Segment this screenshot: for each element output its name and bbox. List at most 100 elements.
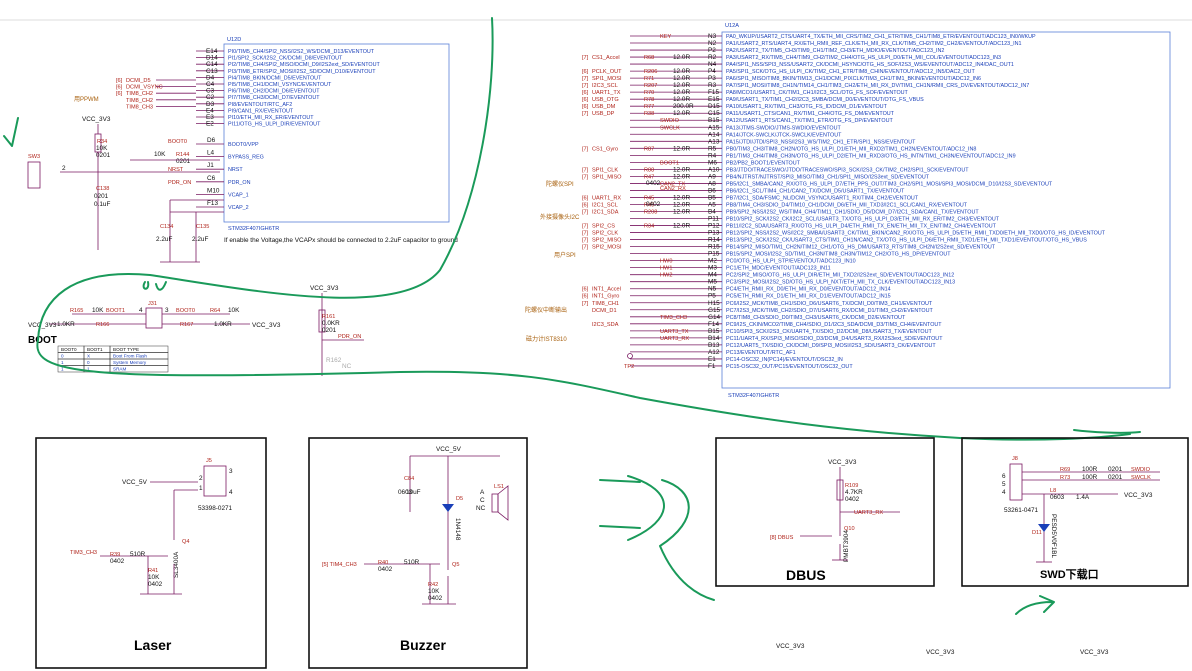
u12d-pin-name: PI3/TIM8_ETR/SPI2_MOSI/I2S2_SD/DCMI_D10/… bbox=[228, 69, 376, 75]
u12a-ball: B5 bbox=[708, 194, 716, 201]
u12a-net-tag: [7] bbox=[582, 55, 589, 61]
reset-circuit: VCC_3V3 R34 10K 0201 SW3 2 10K R144 0201… bbox=[27, 116, 224, 263]
r166-val: 1.0KR bbox=[57, 321, 75, 328]
buzzer-section: VCC_5V C84 0603 10uF D5 1N4148 LS1 A C N… bbox=[308, 437, 528, 669]
u12a-resistor-val: 12.0R bbox=[673, 194, 690, 201]
q4-ref: Q4 bbox=[182, 539, 189, 545]
u12a-resistor-val: 12.0R bbox=[673, 75, 690, 82]
u12a-ball: G15 bbox=[708, 307, 721, 314]
l8-fp: 0603 bbox=[1050, 494, 1065, 501]
r144-val: 10K bbox=[154, 151, 166, 158]
u12a-pin-name: PB11/I2C2_SDA/USART3_RX/OTG_HS_ULPI_D4/E… bbox=[726, 224, 997, 230]
u12a-ball: R2 bbox=[708, 54, 717, 61]
u12d-pin-name: PI0/TIM5_CH4/SPI2_NSS/I2S2_WS/DCMI_D13/E… bbox=[228, 49, 375, 55]
boot-table-text: 0 bbox=[61, 354, 64, 359]
u12a-net-tag: [7] bbox=[582, 238, 589, 244]
u12a-net: SPI1_MISO bbox=[592, 174, 622, 180]
q4-part: SL3400A bbox=[173, 551, 180, 578]
u12d-ball: E2 bbox=[206, 121, 214, 128]
u12a-ball: M3 bbox=[708, 265, 717, 272]
u12a-extra-net: CAN2_RX bbox=[660, 186, 686, 192]
svg-text:A: A bbox=[480, 489, 485, 496]
u12a-net-tag: [7] bbox=[582, 76, 589, 82]
u12a-net-tag: [6] bbox=[582, 195, 589, 201]
u12a-resistor-ref: R208 bbox=[644, 210, 657, 216]
buzzer-net: [5] TIM4_CH3 bbox=[322, 562, 357, 568]
u12a-pin-name: PB12/SPI2_NSS/I2S2_WS/I2C2_SMBA/USART3_C… bbox=[726, 231, 1106, 237]
boot-table-text: X bbox=[87, 354, 90, 359]
u12a-resistor-ref: R87 bbox=[644, 146, 654, 152]
u12a-ball: A14 bbox=[708, 131, 720, 138]
u12a-pin-name: PA1/USART2_RTS/UART4_RX/ETH_RMII_REF_CLK… bbox=[726, 41, 1021, 47]
u12a-pin-name: PB4/NJTRST/NJTRST/SPI3_MISO/TIM3_CH1/SPI… bbox=[726, 174, 930, 180]
boot-table-text: 1 bbox=[61, 367, 64, 372]
r39-ref: R39 bbox=[110, 552, 120, 558]
r41-val: 10K bbox=[148, 574, 160, 581]
u12a-ball: A10 bbox=[708, 166, 720, 173]
dbus-frame bbox=[715, 437, 935, 587]
pdr-net: PDR_ON bbox=[338, 334, 361, 340]
boot-table-text: Boot From Flash bbox=[113, 354, 147, 359]
u12a-pin-name: PC13/EVENTOUT/RTC_AF1 bbox=[726, 350, 796, 356]
u12a-ball: M4 bbox=[708, 272, 717, 279]
u12d-ref: U12D bbox=[227, 37, 241, 43]
u12a-resistor-ref: R34 bbox=[644, 224, 654, 230]
pwm-comment: 用PPWM bbox=[74, 96, 99, 103]
bottom-vcc-1: VCC_3V3 bbox=[776, 643, 805, 650]
u12a-pin-name: PA12/USART1_RTS/CAN1_TX/TIM1_ETR/OTG_FS_… bbox=[726, 118, 893, 124]
u12a-ball: P15 bbox=[708, 251, 720, 258]
u12a-ball: P3 bbox=[708, 75, 716, 82]
u12a-ball: M2 bbox=[708, 258, 717, 265]
r39-fp: 0402 bbox=[110, 558, 125, 565]
u12a-ball: A12 bbox=[708, 349, 720, 356]
boot-table-text: System Memory bbox=[113, 360, 147, 365]
u12a-net: HW1 bbox=[660, 266, 672, 272]
u12a-pin-name: PA10/USART1_RX/TIM1_CH3/OTG_FS_ID/DCMI_D… bbox=[726, 104, 888, 110]
u12a-net: USB_DP bbox=[592, 111, 615, 117]
u12d-power-name: BOOT0/VPP bbox=[228, 142, 259, 148]
u12a-pin-name: PB9/SPI2_NSS/I2S2_WS/TIM4_CH4/TIM11_CH1/… bbox=[726, 210, 979, 216]
j31-ref: J31 bbox=[148, 301, 157, 307]
u12a-ball: P12 bbox=[708, 223, 720, 230]
u12a-ball: R3 bbox=[708, 82, 717, 89]
u12a-ball: N3 bbox=[708, 33, 717, 40]
u12a-ball: P5 bbox=[708, 293, 716, 300]
u12a-net-tag: [7] bbox=[582, 174, 589, 180]
svg-text:NC: NC bbox=[476, 505, 486, 512]
r167-ref: R167 bbox=[180, 322, 193, 328]
u12a-net: UART3_TX bbox=[660, 329, 689, 335]
swd-frame bbox=[961, 437, 1189, 587]
r161-ref: R161 bbox=[322, 314, 335, 320]
u12a-net: SWDIO bbox=[660, 118, 680, 124]
dbus-in-net: [8] DBUS bbox=[770, 535, 794, 541]
pdr-vcc: VCC_3V3 bbox=[310, 285, 339, 292]
u12a-net: CS1_Gyro bbox=[592, 146, 618, 152]
u12a-ball: R15 bbox=[708, 244, 720, 251]
u12a-resistor-ref: R88 bbox=[644, 167, 654, 173]
u12a-ball: D15 bbox=[708, 103, 720, 110]
u12a-net-tag: [7] bbox=[582, 301, 589, 307]
u12a-net: TIM3_CH3 bbox=[660, 315, 687, 321]
u12a-net-tag: [7] bbox=[582, 245, 589, 251]
bottom-vcc-2: VCC_3V3 bbox=[926, 649, 955, 656]
q10-ref: Q10 bbox=[844, 526, 855, 532]
u12a-pin-name: PA2/USART2_TX/TIM5_CH3/TIM9_CH1/TIM2_CH3… bbox=[726, 48, 944, 54]
u12a-resistor-ref: R207 bbox=[644, 83, 657, 89]
u12a-resistor-val: 12.0R bbox=[673, 173, 690, 180]
u12a-ball: N5 bbox=[708, 286, 717, 293]
swdio-net: SWDIO bbox=[1131, 467, 1151, 473]
u12a-pin-name: PC3/SPI2_MOSI/I2S2_SD/OTG_HS_ULPI_NXT/ET… bbox=[726, 280, 955, 286]
r40-fp: 0402 bbox=[378, 566, 393, 573]
u12a-net: KEY bbox=[660, 34, 671, 40]
svg-text:3: 3 bbox=[165, 307, 169, 314]
u12d-pin-name: PI6/TIM8_CH2/DCMI_D6/EVENTOUT bbox=[228, 89, 320, 95]
j8-ref: J8 bbox=[1012, 456, 1018, 462]
u12a-net: I2C1_SCL bbox=[592, 202, 618, 208]
comment-camera-i2c: 外接摄像头I2C bbox=[540, 213, 580, 221]
u12a-net-tag: [6] bbox=[582, 90, 589, 96]
u12d-body bbox=[223, 43, 450, 223]
u12a-ball: N2 bbox=[708, 40, 717, 47]
u12d-power-ball: J1 bbox=[207, 162, 214, 169]
u12a-pin-name: PC12/UART5_TX/SDIO_CK/DCMI_D9/SPI3_MOSI/… bbox=[726, 343, 936, 349]
